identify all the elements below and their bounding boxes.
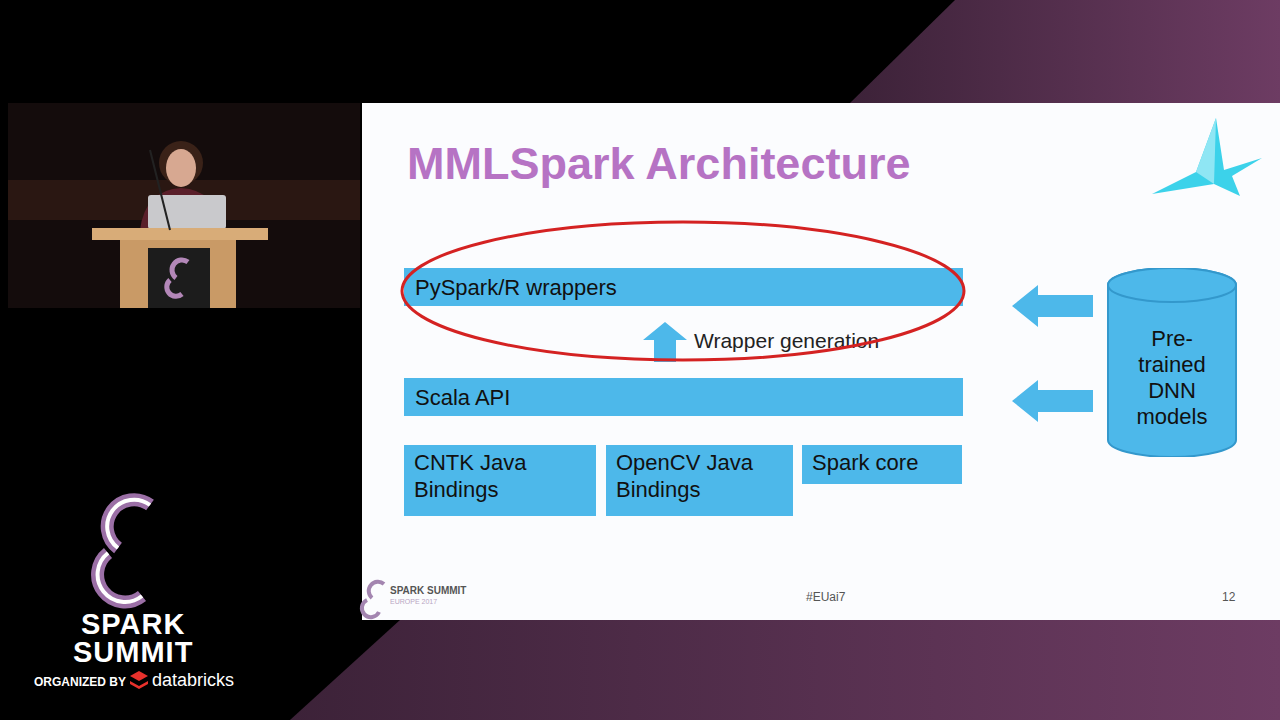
component-box: Spark core xyxy=(802,445,962,484)
layer-bar: Scala API xyxy=(404,378,963,416)
layer-bar: PySpark/R wrappers xyxy=(404,268,963,306)
speaker-face xyxy=(166,149,196,187)
microphone xyxy=(150,150,170,230)
node-text-group: Pre-trained DNN models xyxy=(1122,326,1222,430)
podium-top xyxy=(92,228,268,240)
node-label: OpenCV Java Bindings xyxy=(616,449,783,503)
databricks-logo xyxy=(130,671,148,681)
model-store-cylinder: Pre-trained DNN models xyxy=(1107,268,1237,457)
component-box: OpenCV Java Bindings xyxy=(606,445,793,516)
slide-number: 12 xyxy=(1222,590,1235,604)
purple-band xyxy=(290,620,1280,720)
event-logo xyxy=(98,500,150,602)
node-label: Scala API xyxy=(415,384,510,411)
organizer-label: ORGANIZED BY xyxy=(34,675,126,689)
podium-logo xyxy=(167,260,188,296)
slide-logo xyxy=(1152,118,1262,196)
node-text-group: Scala API xyxy=(415,384,510,411)
laptop xyxy=(148,195,226,229)
edge-label: Wrapper generation xyxy=(694,329,879,353)
block-arrow xyxy=(643,322,687,362)
purple-band xyxy=(850,0,1280,103)
slide-background xyxy=(362,103,1280,620)
cylinder-body xyxy=(1108,268,1236,457)
databricks-logo xyxy=(130,681,148,689)
highlight-ellipse xyxy=(402,222,964,360)
footer-edition: EUROPE 2017 xyxy=(390,598,437,605)
podium xyxy=(120,240,236,308)
node-text-group: PySpark/R wrappers xyxy=(415,274,617,301)
footer-event: SPARK SUMMIT xyxy=(390,585,466,596)
block-arrow xyxy=(1012,285,1093,327)
node-label: CNTK Java Bindings xyxy=(414,449,586,503)
organizer-name: databricks xyxy=(152,670,234,691)
cylinder-top xyxy=(1108,268,1236,302)
node-label: Spark core xyxy=(812,449,952,476)
node-text-group: Spark core xyxy=(812,449,952,476)
block-arrow xyxy=(1012,380,1093,422)
node-label: Pre-trained DNN models xyxy=(1122,326,1222,430)
hashtag: #EUai7 xyxy=(806,590,845,604)
speaker-video xyxy=(8,103,360,308)
node-label: PySpark/R wrappers xyxy=(415,274,617,301)
node-text-group: CNTK Java Bindings xyxy=(414,449,586,503)
component-box: CNTK Java Bindings xyxy=(404,445,596,516)
slide-title: MMLSpark Architecture xyxy=(407,138,910,190)
event-logo xyxy=(98,500,150,602)
node-text-group: OpenCV Java Bindings xyxy=(616,449,783,503)
footer-logo xyxy=(362,582,384,617)
slide-logo xyxy=(1196,118,1216,184)
event-name: SUMMIT xyxy=(73,636,193,669)
podium-panel xyxy=(148,248,210,308)
